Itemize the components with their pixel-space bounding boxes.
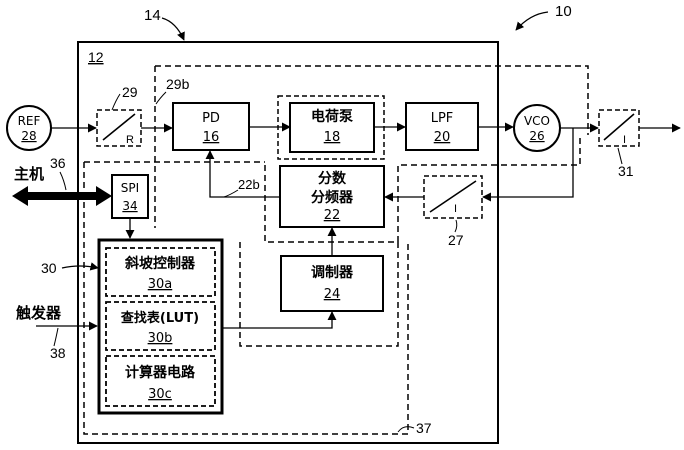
phase-detector: PD 16: [172, 102, 250, 151]
charge-pump: 电荷泵 18: [277, 95, 385, 160]
ramp-num: 30a: [148, 277, 173, 292]
control-region-outline: [83, 161, 409, 435]
calculator-circuit: 计算器电路 30c: [105, 355, 216, 407]
spi-num: 34: [122, 199, 137, 213]
ref-label: REF: [18, 114, 41, 128]
pll-region-outline: [154, 65, 589, 228]
ref-37-leader: [397, 426, 415, 433]
ref-22b-leader: [223, 189, 239, 198]
lut-num: 30b: [148, 331, 173, 346]
pll-region-lower: [264, 135, 581, 243]
ref-38-leader: [53, 327, 59, 347]
vco-label: VCO: [524, 114, 550, 128]
loop-filter: LPF 20: [405, 102, 479, 151]
output-divider: I: [598, 109, 640, 147]
fractional-divider: 分数 分频器 22: [279, 165, 385, 228]
host-label: 主机: [14, 165, 44, 183]
ref-30-leader: [61, 262, 99, 271]
ref-38: 38: [50, 345, 66, 361]
ref-22b: 22b: [238, 177, 260, 192]
modulator: 调制器 24: [280, 255, 384, 312]
mod-label: 调制器: [311, 264, 354, 281]
frac-label2: 分频器: [311, 189, 354, 206]
pd-label: PD: [202, 111, 220, 126]
ref-36-leader: [59, 171, 67, 191]
frac-num: 22: [324, 208, 341, 223]
lpf-label: LPF: [431, 111, 454, 126]
frac-label1: 分数: [318, 170, 347, 187]
ref-27-leader: [454, 219, 458, 233]
spi-interface: SPI 34: [111, 174, 149, 219]
chip-boundary: [77, 41, 499, 444]
ref-29b: 29b: [166, 76, 190, 92]
ref-37: 37: [416, 420, 432, 436]
reference-oscillator: REF 28: [6, 105, 52, 151]
calc-num: 30c: [148, 387, 172, 402]
vco-num: 26: [529, 129, 544, 143]
ref-divider: R: [96, 109, 142, 147]
ref-num: 28: [21, 129, 36, 143]
lookup-table: 查找表(LUT) 30b: [105, 301, 216, 351]
ctrl-to-mod-line: [222, 311, 337, 329]
ref-27: 27: [448, 232, 464, 248]
ref-31: 31: [618, 163, 634, 179]
trigger-label: 触发器: [16, 304, 62, 322]
lut-label: 查找表(LUT): [120, 310, 199, 326]
ref-divider-label: R: [126, 134, 134, 146]
ref-14: 14: [144, 7, 161, 24]
cp-num: 18: [324, 130, 341, 145]
lpf-num: 20: [434, 130, 451, 145]
ref-12: 12: [88, 49, 104, 65]
out-divider-label: I: [623, 134, 626, 146]
ramp-controller: 斜坡控制器 30a: [105, 247, 216, 297]
cp-label: 电荷泵: [311, 108, 353, 125]
feedback-divider: I: [423, 175, 483, 219]
ramp-label: 斜坡控制器: [124, 255, 196, 272]
ref-30: 30: [41, 260, 57, 276]
frac-to-pd-line: [205, 150, 280, 198]
ref-10: 10: [555, 3, 572, 20]
fb-divider-label: I: [454, 203, 457, 215]
ref-36: 36: [50, 155, 66, 171]
control-block: [97, 238, 224, 415]
spi-label: SPI: [121, 181, 139, 195]
vco-feedback-line: [482, 128, 574, 202]
calc-label: 计算器电路: [125, 364, 196, 381]
ref-29b-leader: [155, 91, 167, 105]
pd-num: 16: [203, 130, 220, 145]
ref-29: 29: [122, 84, 138, 100]
ref-14-leader: [161, 17, 185, 41]
vco: VCO 26: [513, 104, 561, 152]
ref-31-leader: [617, 147, 623, 165]
mod-num: 24: [324, 287, 341, 302]
host-bus-arrow: [12, 186, 112, 206]
ref-10-leader: [515, 11, 549, 31]
ref-29-leader: [111, 93, 121, 111]
